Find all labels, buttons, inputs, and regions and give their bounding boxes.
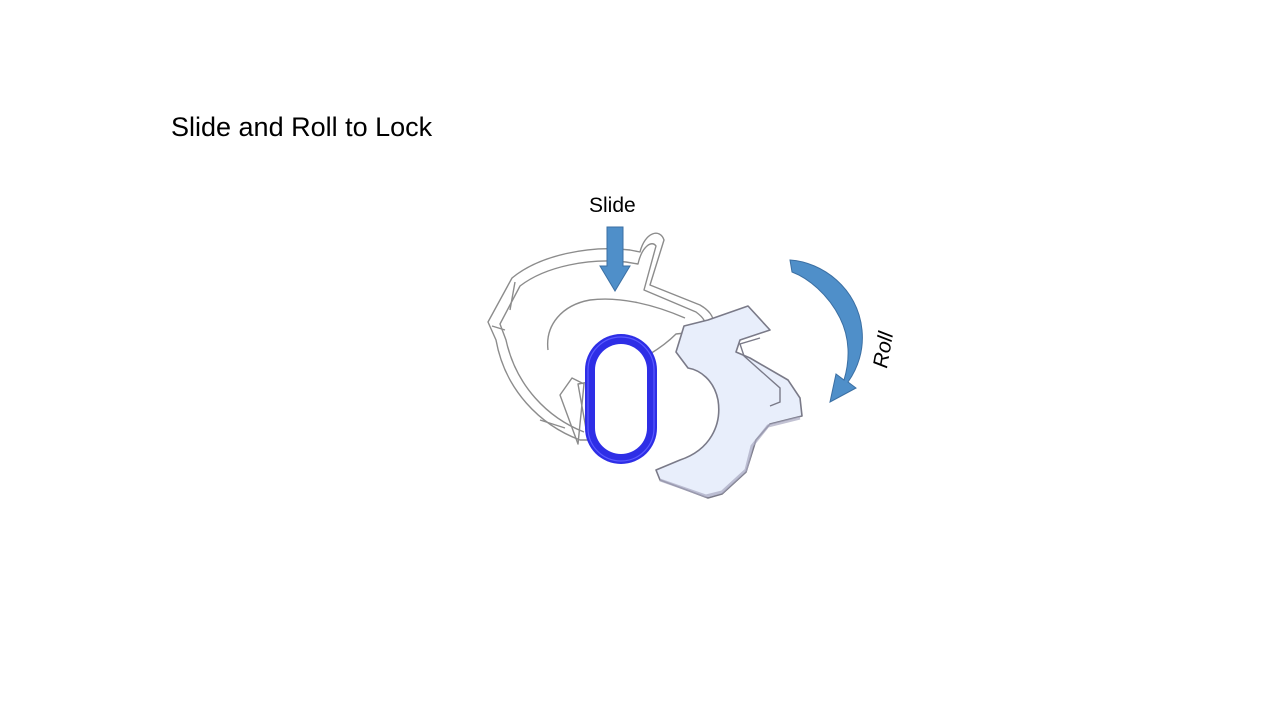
housing-detail-line — [491, 281, 566, 429]
clip-rim-shading — [659, 416, 801, 498]
slide-title: Slide and Roll to Lock — [171, 112, 433, 142]
clip-body — [655, 305, 803, 499]
slide-label: Slide — [589, 194, 636, 217]
roll-arrow — [789, 259, 863, 403]
curved-arrow-icon — [789, 259, 863, 403]
down-arrow-icon — [599, 226, 631, 292]
housing-part — [487, 232, 715, 445]
clip-part — [655, 305, 803, 499]
oval-ring-inner — [595, 344, 647, 454]
housing-outer-outline — [487, 232, 715, 441]
housing-inner-groove — [547, 298, 686, 351]
oval-ring — [585, 334, 657, 464]
oval-ring-highlight — [587, 336, 655, 462]
housing-inner-outline — [499, 243, 706, 433]
clip-slot — [739, 337, 781, 407]
housing-lower-tab — [559, 377, 585, 445]
slide-arrow — [599, 226, 631, 292]
